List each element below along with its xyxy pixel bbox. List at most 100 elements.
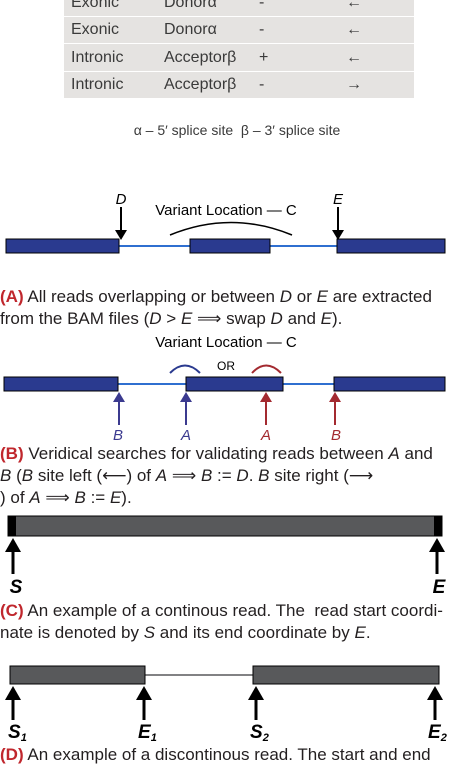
caption-text: := bbox=[90, 488, 106, 507]
exon-block bbox=[333, 376, 446, 392]
caption-text: Veridical searches for validating reads … bbox=[28, 444, 384, 463]
caption-var: D bbox=[270, 309, 283, 328]
table-row: Intronic Acceptorβ + ← bbox=[64, 43, 414, 72]
label-e2: E2 bbox=[428, 722, 447, 742]
label-a-left: A bbox=[180, 427, 191, 442]
label-s: S bbox=[10, 577, 23, 598]
caption-text: An example of a discontinous read. The s… bbox=[27, 745, 431, 764]
variant-arc-right bbox=[251, 364, 282, 374]
caption-var: B bbox=[21, 466, 34, 485]
exon-block bbox=[189, 238, 271, 254]
label-s2: S2 bbox=[250, 722, 269, 742]
read-start-cap bbox=[8, 516, 16, 536]
exon-block bbox=[336, 238, 446, 254]
caption-var: E bbox=[109, 488, 122, 507]
table-cell: Donorα bbox=[157, 16, 252, 44]
arrow-head-icon bbox=[248, 686, 264, 700]
caption-var: S bbox=[143, 623, 156, 642]
table-cell: Intronic bbox=[64, 70, 157, 98]
table-cell: → bbox=[339, 70, 414, 98]
caption-text: ). bbox=[121, 488, 132, 507]
caption-text: ⟹ bbox=[171, 466, 197, 485]
caption-text: or bbox=[296, 287, 312, 306]
table-footnote: α – 5′ splice site β – 3′ splice site bbox=[133, 122, 341, 138]
caption-text: site left (⟵) of bbox=[37, 466, 152, 485]
caption-text: ⟹ bbox=[45, 488, 70, 507]
arrow-head-icon bbox=[5, 538, 21, 552]
table-cell: Acceptorβ bbox=[157, 70, 252, 98]
caption-var: A bbox=[29, 488, 41, 507]
table-cell: - bbox=[259, 0, 265, 12]
table-row: Exonic Donorα - ← bbox=[64, 16, 414, 44]
caption-text: are extracted bbox=[332, 287, 432, 306]
panel-d-diagram: S1 E1 S2 E2 bbox=[5, 665, 447, 742]
panel-label: (B) bbox=[0, 444, 24, 463]
caption-var: B bbox=[0, 466, 12, 485]
panel-label: (C) bbox=[0, 601, 24, 620]
panel-c-caption: (C) An example of a continous read. The … bbox=[0, 600, 443, 644]
caption-text: ). bbox=[332, 309, 343, 328]
label-b-right: B bbox=[331, 427, 341, 442]
label-b-left: B bbox=[113, 427, 123, 442]
read-end-cap bbox=[434, 516, 442, 536]
arrow-head-icon bbox=[329, 392, 341, 402]
arrow-d-head-icon bbox=[115, 230, 127, 240]
label-d: D bbox=[116, 191, 127, 208]
caption-var: A bbox=[155, 466, 168, 485]
caption-text: . bbox=[248, 466, 254, 485]
caption-text: ( bbox=[16, 466, 22, 485]
caption-text: and bbox=[404, 444, 433, 463]
table-cell: Exonic bbox=[64, 16, 157, 44]
table-row: Exonic Donorα - ← bbox=[64, 0, 414, 17]
caption-text: An example of a continous read. The read… bbox=[27, 601, 443, 620]
arrow-head-icon bbox=[180, 392, 192, 402]
caption-text: from the BAM files ( bbox=[0, 309, 150, 328]
continuous-read-bar bbox=[7, 515, 443, 537]
caption-var: B bbox=[74, 488, 86, 507]
panel-label: (A) bbox=[0, 287, 24, 306]
exon-block bbox=[185, 376, 284, 392]
table-cell: - bbox=[252, 70, 339, 98]
caption-text: := bbox=[217, 466, 232, 485]
caption-var: E bbox=[320, 309, 333, 328]
caption-var: E bbox=[180, 309, 193, 328]
arrow-head-icon bbox=[113, 392, 125, 402]
panel-c-diagram: S E bbox=[5, 515, 447, 598]
variant-location-label: Variant Location — C bbox=[155, 202, 297, 219]
arrow-e-head-icon bbox=[332, 230, 344, 240]
caption-text: and bbox=[287, 309, 316, 328]
caption-var: B bbox=[200, 466, 213, 485]
panel-d-caption: (D) An example of a discontinous read. T… bbox=[0, 744, 431, 766]
caption-var: D bbox=[149, 309, 162, 328]
caption-text: . bbox=[365, 623, 371, 642]
splice-site-table: Exonic Donorα - ← Exonic Donorα - ← Intr… bbox=[64, 0, 414, 98]
table-cell: ← bbox=[346, 0, 362, 12]
variant-location-label: Variant Location — C bbox=[155, 334, 297, 351]
caption-var: B bbox=[258, 466, 270, 485]
arrow-head-icon bbox=[5, 686, 21, 700]
or-label: OR bbox=[217, 359, 235, 373]
panel-a-diagram: D E Variant Location — C bbox=[5, 191, 446, 254]
caption-var: A bbox=[388, 444, 400, 463]
read-segment-2 bbox=[252, 665, 440, 685]
label-s1: S1 bbox=[8, 722, 27, 742]
panel-b-diagram: Variant Location — C OR B A A B bbox=[3, 334, 446, 442]
caption-text: nate is denoted by bbox=[0, 623, 139, 642]
panel-label: (D) bbox=[0, 745, 24, 764]
read-segment-1 bbox=[9, 665, 146, 685]
exon-block bbox=[5, 238, 120, 254]
table-cell: Donorα bbox=[164, 0, 217, 12]
caption-text: ) of bbox=[0, 488, 25, 507]
caption-text: and its end coordinate by bbox=[159, 623, 350, 642]
exon-block bbox=[3, 376, 119, 392]
label-e1: E1 bbox=[138, 722, 157, 742]
caption-var: D bbox=[279, 287, 293, 306]
table-row: Intronic Acceptorβ - → bbox=[64, 70, 414, 98]
arrow-head-icon bbox=[427, 686, 443, 700]
caption-text: site right (⟶ bbox=[274, 466, 374, 485]
label-a-right: A bbox=[260, 427, 271, 442]
arrow-head-icon bbox=[136, 686, 152, 700]
variant-arc bbox=[169, 221, 293, 236]
caption-text: > bbox=[166, 309, 177, 328]
table-cell: Intronic bbox=[64, 43, 157, 72]
